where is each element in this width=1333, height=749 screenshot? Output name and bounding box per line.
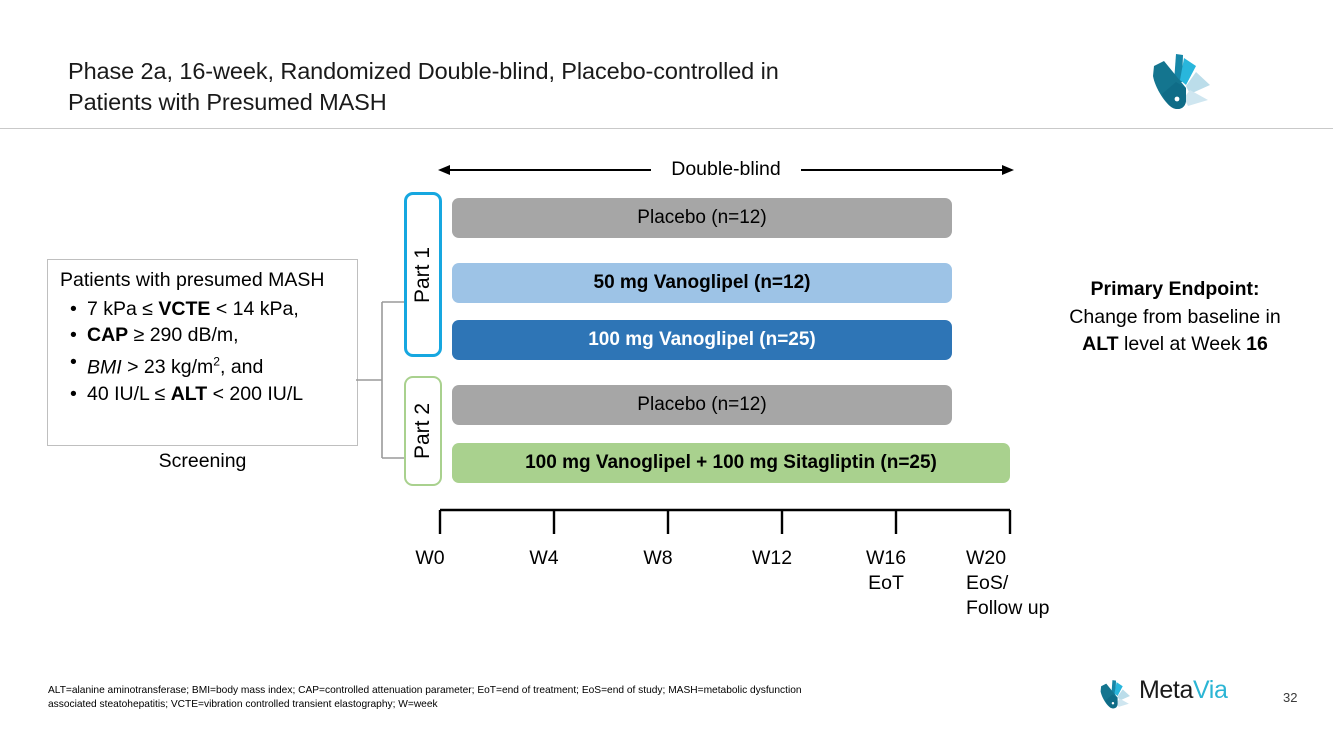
primary-endpoint-line3: ALT level at Week 16 xyxy=(1082,333,1268,355)
screening-label: Screening xyxy=(158,450,247,472)
part-2-label: Part 2 xyxy=(411,402,434,460)
bullet-icon: • xyxy=(70,297,77,320)
footnote-line-2: associated steatohepatitis; VCTE=vibrati… xyxy=(48,698,438,710)
page-title: Phase 2a, 16-week, Randomized Double-bli… xyxy=(68,58,779,115)
timeline-tick-w12: W12 xyxy=(751,547,793,569)
arm-bar-part2-combo: 100 mg Vanoglipel + 100 mg Sitagliptin (… xyxy=(452,443,1010,483)
criteria-item: •7 kPa ≤ VCTE < 14 kPa, xyxy=(70,296,347,323)
bullet-icon: • xyxy=(70,382,77,405)
timeline-tick-w16: W16 EoT xyxy=(865,547,907,594)
double-blind-arrow xyxy=(438,165,1014,175)
arm-bar-part1-vanoglipel-50: 50 mg Vanoglipel (n=12) xyxy=(452,263,952,303)
part-2-bracket: Part 2 xyxy=(404,376,442,486)
arm-bar-part1-placebo: Placebo (n=12) xyxy=(452,198,952,238)
timeline-tick-w0: W0 xyxy=(415,547,445,569)
arm-bar-part1-vanoglipel-100: 100 mg Vanoglipel (n=25) xyxy=(452,320,952,360)
criteria-heading: Patients with presumed MASH xyxy=(60,269,325,291)
part-1-bracket: Part 1 xyxy=(404,192,442,357)
double-blind-label: Double-blind xyxy=(671,158,781,180)
footnote-line-1: ALT=alanine aminotransferase; BMI=body m… xyxy=(48,685,802,696)
primary-endpoint-block: Primary Endpoint: Change from baseline i… xyxy=(1030,276,1320,359)
criteria-list: •7 kPa ≤ VCTE < 14 kPa, •CAP ≥ 290 dB/m,… xyxy=(60,296,347,408)
primary-endpoint-heading: Primary Endpoint: xyxy=(1090,278,1260,300)
footnote-abbreviations: ALT=alanine aminotransferase; BMI=body m… xyxy=(48,684,1058,711)
bullet-icon: • xyxy=(70,324,77,346)
brand-name: MetaVia xyxy=(1139,676,1228,704)
criteria-item: •40 IU/L ≤ ALT < 200 IU/L xyxy=(70,381,347,408)
arm-bar-part2-placebo: Placebo (n=12) xyxy=(452,385,952,425)
timeline-tick-w4: W4 xyxy=(529,547,559,569)
timeline-tick-w20: W20 EoS/ Follow up xyxy=(966,547,1050,619)
criteria-item: •BMI > 23 kg/m2, and xyxy=(70,350,264,379)
criteria-item: •CAP ≥ 290 dB/m, xyxy=(70,322,347,349)
inclusion-criteria-box: Patients with presumed MASH •7 kPa ≤ VCT… xyxy=(47,259,358,446)
metavia-logo-icon xyxy=(1153,54,1210,110)
metavia-logo-icon-footer xyxy=(1100,680,1130,709)
study-timeline-axis xyxy=(438,508,1012,534)
page-number: 32 xyxy=(1283,690,1298,705)
primary-endpoint-line2: Change from baseline in xyxy=(1069,305,1281,328)
bullet-icon: • xyxy=(70,350,77,373)
part-1-label: Part 1 xyxy=(411,246,434,303)
header-divider xyxy=(0,128,1333,129)
timeline-tick-w8: W8 xyxy=(643,547,673,569)
